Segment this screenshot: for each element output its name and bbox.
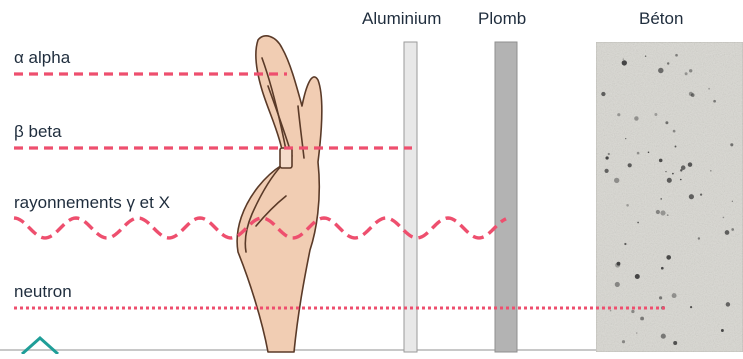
concrete-pore [617,262,621,266]
concrete-pore [637,222,639,224]
concrete-pore [700,193,702,195]
concrete-pore [623,58,625,60]
concrete-pore [624,243,626,245]
concrete-pore [601,92,605,96]
concrete-pore [673,130,676,133]
concrete-pore [667,62,669,64]
concrete-pore [732,201,733,202]
concrete-pore [698,237,700,239]
concrete-pore [726,302,730,306]
concrete-pore [672,293,677,298]
concrete-pore [631,310,634,313]
concrete-pore [659,159,663,163]
concrete-pore [710,170,712,172]
concrete-pore [689,69,692,72]
concrete-pore [689,92,693,96]
concrete-pore [730,143,733,146]
concrete-pore [637,152,640,155]
concrete-pore [665,171,666,172]
concrete-pore [661,267,664,270]
concrete-pore [634,116,638,120]
concrete-pore [725,230,730,235]
concrete-pore [635,274,640,279]
concrete-pore [667,214,669,216]
concrete-pore [658,68,663,73]
concrete-pore [689,194,694,199]
concrete-pore [654,113,657,116]
concrete-header: Béton [639,9,683,29]
concrete-pore [690,306,692,308]
concrete-pore [708,88,710,90]
concrete-pore [605,156,608,159]
concrete-pore [614,178,619,183]
concrete-pore [675,54,678,57]
concrete-pore [731,228,734,231]
concrete-pore [661,334,666,339]
concrete-pore [723,217,725,219]
concrete-pore [626,204,629,207]
lead-header: Plomb [478,9,526,29]
concrete-pore [610,310,612,312]
concrete-pore [681,165,686,170]
beams [14,74,666,308]
concrete-pore [660,198,662,200]
concrete-pore [721,329,724,332]
logo-icon [22,338,58,354]
concrete-pore [645,55,646,56]
concrete-pore [622,340,625,343]
concrete-pore [636,332,637,333]
aluminium-plate [404,42,417,352]
concrete-pore [648,152,650,154]
hand-icon [237,36,322,352]
concrete-pore [625,138,626,139]
concrete-pore [622,60,627,65]
concrete-pore [667,178,672,183]
concrete-pore [640,317,644,321]
concrete-pore [672,173,674,175]
concrete-pore [656,210,660,214]
gamma-x-label: rayonnements γ et X [14,193,170,213]
lead-plate [495,42,517,352]
concrete-pore [713,100,716,103]
alpha-label: α alpha [14,48,70,68]
concrete-pore [685,72,688,75]
concrete-pore [605,169,609,173]
concrete-pore [608,153,610,155]
concrete-pore [673,341,677,345]
beta-label: β beta [14,122,62,142]
concrete-pore [615,282,620,287]
neutron-label: neutron [14,282,72,302]
concrete-pore [659,296,662,299]
concrete-pore [688,162,693,167]
concrete-pore [660,210,665,215]
concrete-pore [680,179,682,181]
concrete-pore [666,255,671,260]
concrete-pore [617,113,620,116]
aluminium-header: Aluminium [362,9,441,29]
concrete-block [596,42,743,352]
concrete-pore [628,163,632,167]
concrete-pore [665,121,668,124]
concrete-pore [675,146,677,148]
